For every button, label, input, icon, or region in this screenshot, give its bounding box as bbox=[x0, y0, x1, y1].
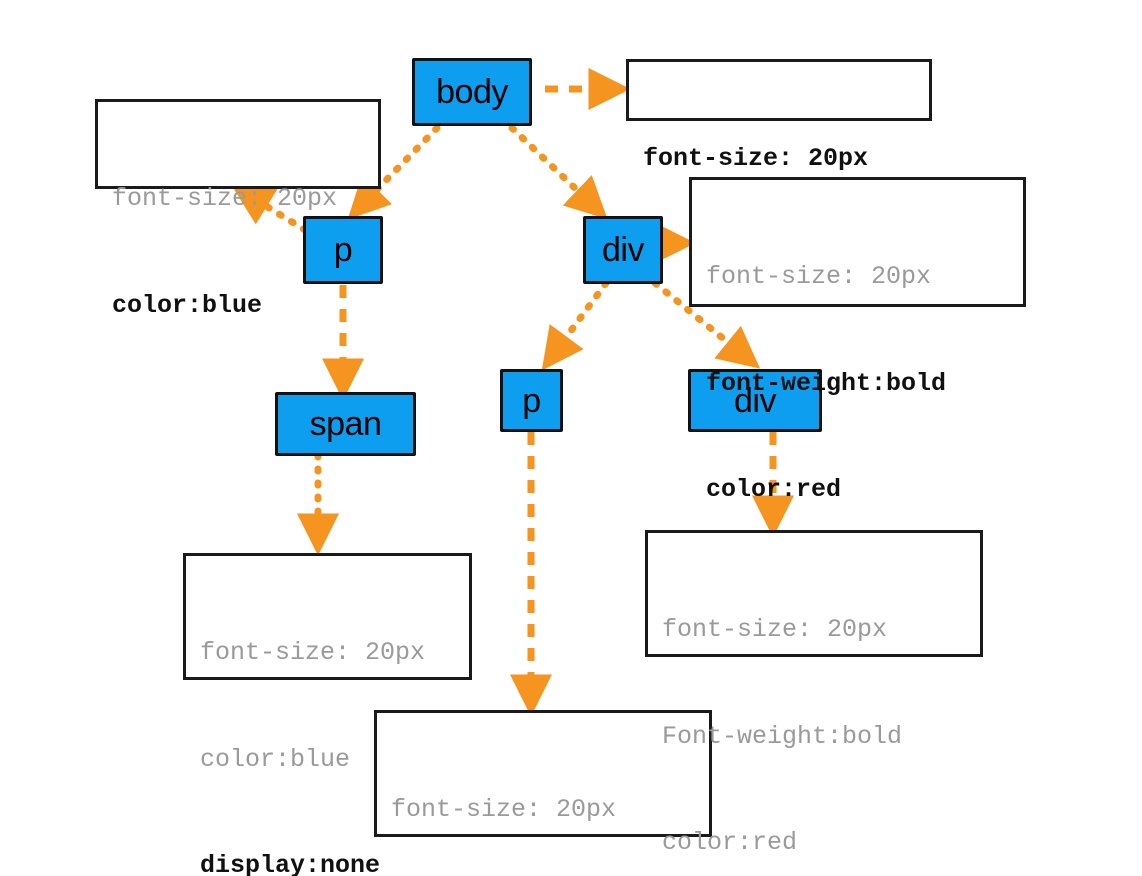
annotation-div-level2: font-size: 20px Font-weight:bold color:r… bbox=[645, 530, 983, 857]
annotation-body-line-1: font-size: 20px bbox=[643, 144, 869, 173]
node-p-level2[interactable]: p bbox=[500, 369, 563, 432]
node-body[interactable]: body bbox=[412, 58, 532, 126]
annotation-span: font-size: 20px color:blue display:none bbox=[183, 553, 472, 876]
annotation-div-level1: font-size: 20px font-weight:bold color:r… bbox=[689, 177, 1026, 504]
annotation-span-line-3: display:none bbox=[200, 851, 381, 876]
annotation-div-level2-line-2: Font-weight:bold bbox=[662, 721, 903, 751]
node-body-label: body bbox=[436, 73, 508, 111]
annotation-p-level2: font-size: 20px Font-weight:bold Color:g… bbox=[374, 710, 712, 837]
annotation-div-level2-line-3: color:red bbox=[662, 828, 798, 857]
annotation-p-level1: font-size: 20px color:blue bbox=[95, 99, 381, 320]
annotation-div-level1-line-2: font-weight:bold bbox=[706, 368, 947, 398]
annotation-p-level1-line-1: font-size: 20px bbox=[112, 184, 338, 213]
annotation-div-level2-line-1: font-size: 20px bbox=[662, 615, 888, 644]
annotation-p-level2-line-1: font-size: 20px bbox=[391, 795, 617, 824]
node-div-level2[interactable]: div bbox=[688, 369, 822, 432]
annotation-div-level1-line-1: font-size: 20px bbox=[706, 262, 932, 291]
node-span-label: span bbox=[309, 405, 382, 443]
annotation-div-level1-line-3: color:red bbox=[706, 475, 842, 504]
edge-div-to-p bbox=[541, 279, 610, 371]
annotation-p-level1-line-2: color:blue bbox=[112, 290, 263, 320]
node-p-level1-label: p bbox=[333, 231, 353, 269]
annotation-span-line-1: font-size: 20px bbox=[200, 638, 426, 667]
node-div-level1[interactable]: div bbox=[583, 216, 663, 284]
edge-body-to-div bbox=[508, 124, 608, 220]
annotation-body: font-size: 20px bbox=[626, 59, 932, 173]
node-p-level2-label: p bbox=[522, 381, 541, 420]
node-div-level1-label: div bbox=[602, 231, 644, 269]
node-span[interactable]: span bbox=[275, 392, 416, 456]
node-div-level2-label: div bbox=[734, 381, 776, 420]
node-p-level1[interactable]: p bbox=[303, 216, 383, 284]
annotation-span-line-2: color:blue bbox=[200, 744, 351, 774]
